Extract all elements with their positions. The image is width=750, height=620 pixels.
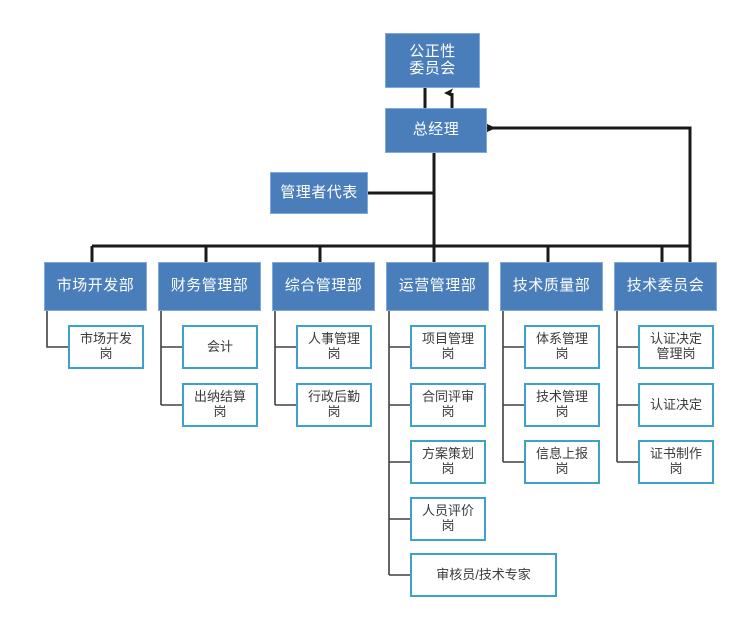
node-label-line2: 委员会 bbox=[409, 59, 456, 77]
post-label-line2: 岗 bbox=[669, 461, 683, 476]
node-label: 市场开发部 bbox=[56, 277, 135, 295]
post-label-line1: 认证决定 bbox=[649, 331, 702, 347]
node-post-technical-quality-1[interactable]: 体系管理 岗 bbox=[524, 325, 600, 369]
node-dept-technical-committee[interactable]: 技术委员会 bbox=[614, 262, 717, 311]
node-label-line1: 公正性 bbox=[409, 42, 456, 60]
post-label-line1: 技术管理 bbox=[535, 389, 588, 405]
node-post-technical-committee-1[interactable]: 认证决定 管理岗 bbox=[638, 325, 714, 369]
post-label-line1: 信息上报 bbox=[535, 446, 588, 462]
post-label-line2: 岗 bbox=[555, 461, 569, 476]
node-post-operations-3[interactable]: 方案策划 岗 bbox=[410, 440, 486, 484]
node-general-manager[interactable]: 总经理 bbox=[385, 108, 487, 153]
post-label-line2: 岗 bbox=[327, 346, 341, 361]
node-post-technical-quality-2[interactable]: 技术管理 岗 bbox=[524, 383, 600, 427]
post-label-line1: 行政后勤 bbox=[307, 389, 360, 405]
post-label-line2: 岗 bbox=[213, 404, 227, 419]
post-label: 审核员/技术专家 bbox=[436, 566, 531, 582]
node-dept-technical-quality[interactable]: 技术质量部 bbox=[500, 262, 603, 311]
node-management-representative[interactable]: 管理者代表 bbox=[270, 172, 368, 214]
post-label-line1: 方案策划 bbox=[421, 446, 474, 462]
post-label-line1: 会计 bbox=[206, 338, 233, 354]
post-label: 认证决定 bbox=[649, 396, 702, 412]
node-dept-finance-management[interactable]: 财务管理部 bbox=[158, 262, 261, 311]
post-label-line1: 合同评审 bbox=[421, 389, 474, 405]
post-label-line1: 出纳结算 bbox=[193, 389, 246, 405]
post-label-line2: 岗 bbox=[441, 518, 455, 533]
post-label-line2: 岗 bbox=[99, 346, 113, 361]
node-post-finance-2[interactable]: 出纳结算 岗 bbox=[182, 383, 258, 427]
node-post-operations-4[interactable]: 人员评价 岗 bbox=[410, 497, 486, 541]
node-post-general-1[interactable]: 人事管理 岗 bbox=[296, 325, 372, 369]
node-post-operations-5[interactable]: 审核员/技术专家 bbox=[410, 553, 557, 597]
node-dept-general-management[interactable]: 综合管理部 bbox=[272, 262, 375, 311]
post-label-line1: 人员评价 bbox=[421, 503, 474, 519]
post-label-line2: 岗 bbox=[441, 404, 455, 419]
post-label-line2: 岗 bbox=[441, 346, 455, 361]
post-label-line2: 岗 bbox=[555, 404, 569, 419]
post-label-line2: 岗 bbox=[441, 461, 455, 476]
node-label: 总经理 bbox=[412, 121, 460, 139]
node-post-operations-2[interactable]: 合同评审 岗 bbox=[410, 383, 486, 427]
post-label-line1: 证书制作 bbox=[649, 446, 702, 462]
post-label-line2: 岗 bbox=[327, 404, 341, 419]
node-label: 运营管理部 bbox=[398, 277, 477, 295]
node-label: 综合管理部 bbox=[284, 277, 363, 295]
post-label-line2: 管理岗 bbox=[656, 346, 696, 361]
post-label-line1: 市场开发 bbox=[79, 331, 132, 347]
node-label: 技术委员会 bbox=[626, 277, 705, 295]
node-post-technical-quality-3[interactable]: 信息上报 岗 bbox=[524, 440, 600, 484]
node-post-operations-1[interactable]: 项目管理 岗 bbox=[410, 325, 486, 369]
node-label: 技术质量部 bbox=[512, 277, 591, 295]
post-label-line1: 项目管理 bbox=[421, 331, 474, 347]
node-post-finance-1[interactable]: 会计 bbox=[182, 325, 258, 369]
node-post-market-development-1[interactable]: 市场开发 岗 bbox=[68, 325, 144, 369]
node-impartiality-committee[interactable]: 公正性 委员会 bbox=[385, 33, 480, 88]
node-dept-operations-management[interactable]: 运营管理部 bbox=[386, 262, 489, 311]
node-post-technical-committee-3[interactable]: 证书制作 岗 bbox=[638, 440, 714, 484]
node-label: 管理者代表 bbox=[280, 183, 358, 201]
node-dept-market-development[interactable]: 市场开发部 bbox=[44, 262, 147, 311]
post-label-line2: 岗 bbox=[555, 346, 569, 361]
post-label-line1: 人事管理 bbox=[307, 331, 360, 347]
node-label: 财务管理部 bbox=[170, 277, 249, 295]
node-post-general-2[interactable]: 行政后勤 岗 bbox=[296, 383, 372, 427]
node-post-technical-committee-2[interactable]: 认证决定 bbox=[638, 383, 714, 427]
post-label-line1: 体系管理 bbox=[535, 331, 588, 347]
